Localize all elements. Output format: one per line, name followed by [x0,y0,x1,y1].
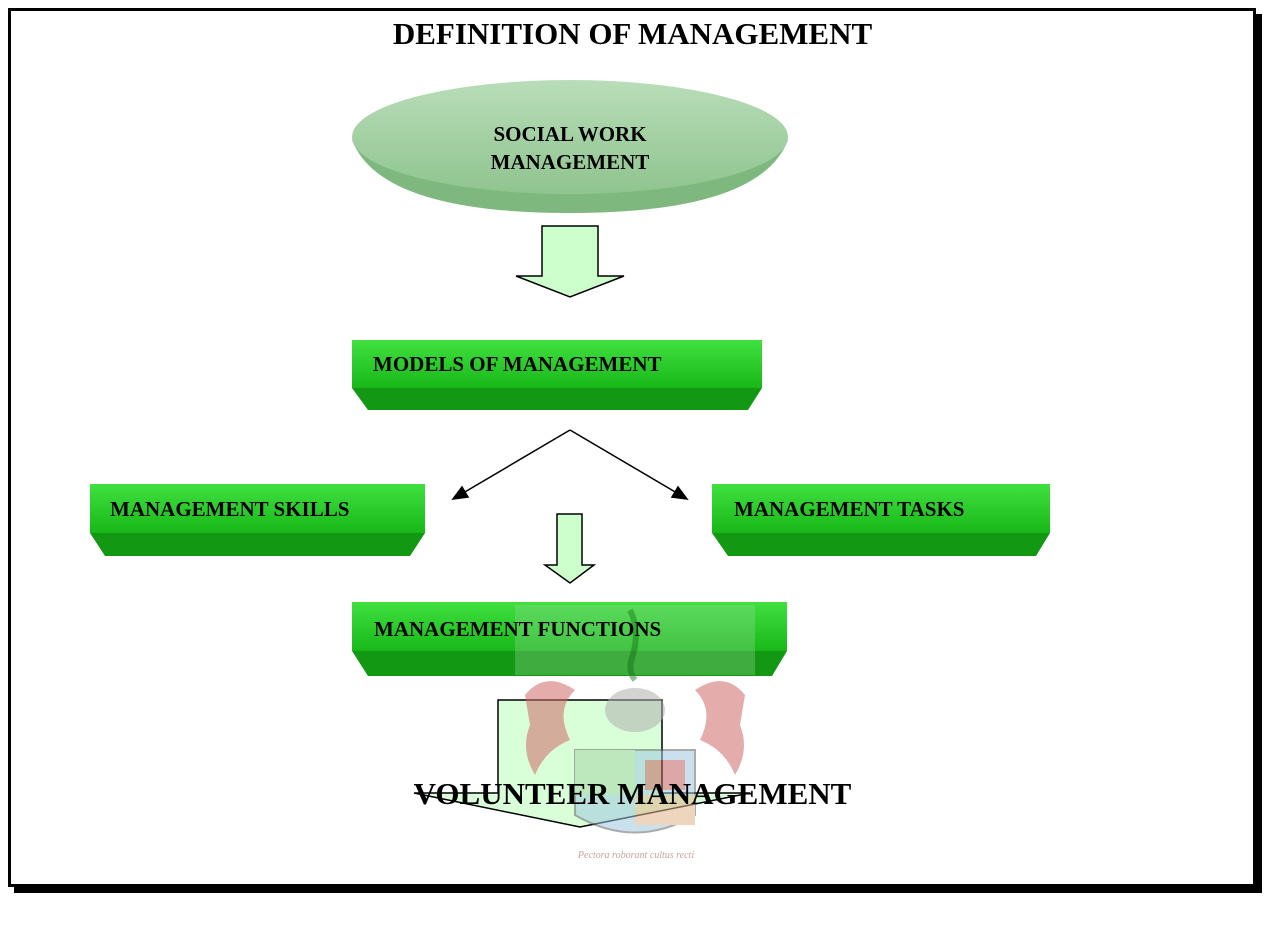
management-tasks-node [712,484,1050,556]
down-arrow-2 [542,513,597,584]
models-of-management-label: MODELS OF MANAGEMENT [373,352,662,376]
university-crest-watermark [515,605,755,834]
branch-arrows [451,429,689,500]
management-tasks-label: MANAGEMENT TASKS [734,497,965,521]
volunteer-management-title: VOLUNTEER MANAGEMENT [413,776,852,811]
models-of-management-node [352,340,762,410]
crest-motto: Pectora roborant cultus recti [577,850,695,861]
management-functions-node [352,602,787,676]
management-skills-label: MANAGEMENT SKILLS [110,497,350,521]
down-arrow-1 [515,225,625,298]
social-work-management-node [352,80,788,213]
management-functions-label: MANAGEMENT FUNCTIONS [374,617,662,641]
diagram-title: DEFINITION OF MANAGEMENT [392,16,873,51]
social-work-management-label: SOCIAL WORK MANAGEMENT [490,122,650,174]
management-skills-node [90,484,425,556]
